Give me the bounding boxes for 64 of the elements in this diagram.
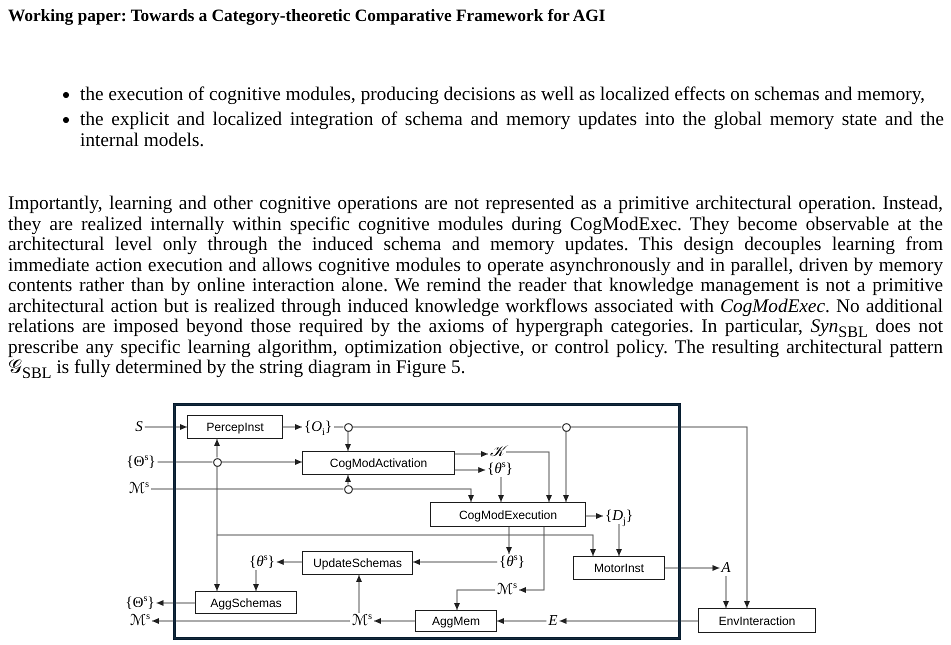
connector-line	[150, 488, 344, 490]
heading: Working paper: Towards a Category-theoretic Comparative Framework for AGI	[8, 6, 606, 26]
variable-label: 𝒦	[488, 444, 506, 460]
variable-label: {O$_{i}$}	[302, 419, 334, 435]
bullet-text: the explicit and localized integration of schema and memory updates into the global memory state and the internal models.	[80, 110, 944, 151]
arrow	[282, 424, 302, 430]
arrow	[563, 431, 569, 502]
process-box: CogModActivation	[302, 451, 455, 475]
arrow	[506, 452, 552, 502]
junction-circle	[344, 422, 352, 432]
arrow	[454, 467, 486, 473]
arrow	[345, 431, 351, 452]
variable-label: {θ$^{s}$}	[485, 461, 515, 477]
connector-line	[334, 426, 344, 428]
arrow	[454, 451, 488, 457]
process-box: MotorInst	[573, 556, 665, 580]
connector-line	[352, 426, 562, 428]
process-box: CogModExecution	[430, 502, 586, 527]
variable-label: E	[546, 613, 560, 629]
arrow	[454, 590, 496, 610]
arrow	[253, 570, 259, 592]
junction-circle	[212, 458, 222, 466]
process-box: UpdateSchemas	[302, 551, 413, 575]
variable-label: {D$_{j}$}	[602, 508, 636, 524]
arrow	[276, 559, 302, 565]
arrow	[374, 618, 416, 624]
arrow	[559, 618, 698, 624]
arrow	[616, 524, 622, 556]
variable-label: ℳ$^{s}$	[127, 481, 151, 497]
junction-circle	[344, 484, 352, 494]
arrow	[723, 576, 729, 608]
arrow	[586, 513, 604, 519]
arrow	[156, 600, 196, 606]
variable-label: {Θ$^{s}$}	[124, 454, 158, 470]
arrow	[144, 424, 188, 430]
diagram-frame	[173, 403, 681, 640]
process-box: PercepInst	[187, 415, 283, 439]
arrow	[214, 438, 220, 458]
arrow	[506, 526, 512, 554]
arrow	[352, 488, 474, 502]
paragraph: Importantly, learning and other cognitive operations are not represented as a primitive architectural operation. Instead, they are realized internally within specific cognitive modules during CogModExec. They become observable at the architectural level only through the induced schema and memory updates. This design decouples learning from immediate action execution and allows cognitive modules to operate asynchronously and in parallel, driven by memory contents rather than by online interaction alone. We remind the reader that knowledge management is not a primitive architectural action but is realized through induced knowledge workflows associated with CogModExec. No additional relations are imposed beyond those required by the axioms of hypergraph categories. In particular, Syn$_{SBL}$ does not prescribe any specific learning algorithm, optimization objective, or control policy. The resulting architectural pattern 𝒢$_{SBL}$ is fully determined by the string diagram in Figure 5.	[8, 194, 943, 378]
arrow	[152, 618, 350, 624]
variable-label: S	[133, 419, 145, 435]
arrow	[518, 526, 544, 593]
arrow	[570, 426, 750, 608]
variable-label: A	[719, 560, 733, 576]
arrow	[221, 459, 302, 465]
variable-label: {Θ$^{s}$}	[123, 595, 157, 611]
arrow	[498, 476, 504, 502]
variable-label: {θ$^{s}$}	[497, 554, 527, 570]
variable-label: {θ$^{s}$}	[247, 554, 277, 570]
arrow	[345, 474, 351, 485]
bullet-text: the execution of cognitive modules, producing decisions as well as localized effects on schemas and memory,	[80, 85, 926, 106]
variable-label: ℳ$^{s}$	[495, 582, 519, 598]
arrow	[664, 565, 720, 571]
variable-label: ℳ$^{s}$	[350, 613, 374, 629]
junction-circle	[562, 422, 570, 432]
process-box: AggSchemas	[195, 591, 297, 614]
process-box: EnvInteraction	[698, 608, 816, 633]
arrow	[356, 574, 362, 614]
variable-label: ℳ$^{s}$	[128, 613, 152, 629]
process-box: AggMem	[415, 610, 497, 632]
arrow	[412, 559, 498, 565]
arrow	[496, 618, 547, 624]
